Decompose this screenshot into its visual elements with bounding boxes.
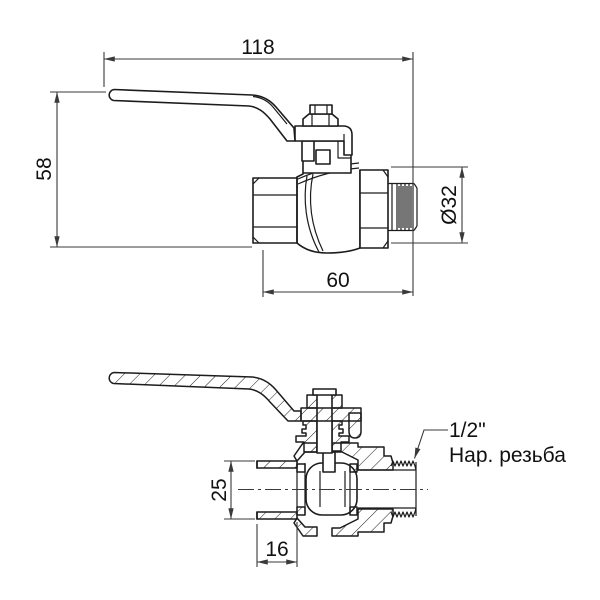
dimension-port-diameter: 25 bbox=[208, 460, 255, 520]
section-body bbox=[256, 442, 394, 537]
thread-callout: 1/2" Нар. резьба bbox=[413, 419, 566, 467]
dim-58-label: 58 bbox=[33, 157, 56, 180]
section-stem bbox=[295, 388, 350, 473]
dimension-body-length: 60 bbox=[262, 250, 414, 297]
dim-25-label: 25 bbox=[208, 478, 231, 501]
dim-118-label: 118 bbox=[241, 36, 274, 59]
dim-d32-label: Ø32 bbox=[438, 185, 461, 225]
section-view: 25 16 1/2" Нар. резьба bbox=[108, 371, 566, 567]
side-left-hex bbox=[252, 177, 298, 244]
side-right-hex bbox=[359, 169, 389, 249]
dim-60-label: 60 bbox=[326, 269, 349, 292]
side-body-center bbox=[296, 162, 361, 254]
section-handle-lever bbox=[108, 371, 302, 422]
side-view: 118 58 Ø32 60 bbox=[33, 36, 468, 297]
dimension-thread-diameter: Ø32 bbox=[391, 166, 468, 244]
thread-size-label: 1/2" bbox=[449, 419, 486, 442]
dim-16-label: 16 bbox=[265, 538, 288, 561]
side-handle-lever bbox=[108, 88, 296, 142]
side-stem-nut bbox=[302, 104, 339, 127]
side-neck bbox=[301, 140, 352, 174]
dimension-thread-length: 16 bbox=[256, 522, 298, 567]
dimension-height: 58 bbox=[33, 91, 252, 248]
side-handle-bracket bbox=[294, 125, 353, 156]
thread-note-label: Нар. резьба bbox=[449, 444, 566, 467]
dimension-overall-length: 118 bbox=[103, 36, 414, 296]
